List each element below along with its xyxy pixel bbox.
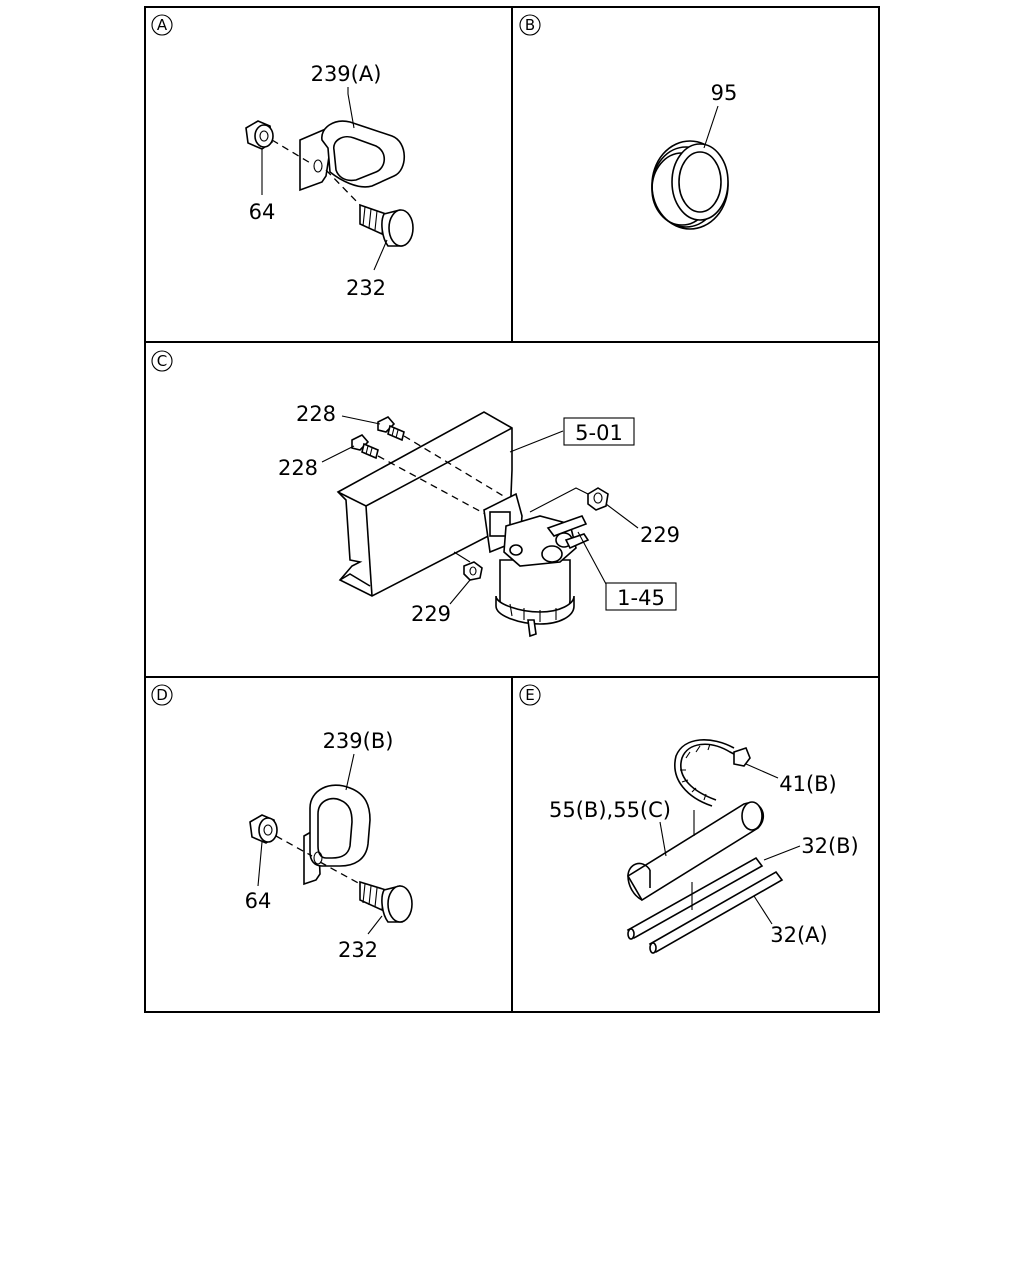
label-64-d: 64: [245, 889, 272, 913]
panel-b: B 95: [519, 14, 738, 230]
nut-64-a: [245, 120, 274, 150]
corrugated-tube-55: [626, 801, 764, 902]
nut-64-d: [249, 814, 278, 844]
ref-box-5-01: 5-01: [563, 417, 635, 446]
rod-32b: [626, 856, 764, 940]
label-239b: 239(B): [323, 729, 394, 753]
label-239a: 239(A): [311, 62, 382, 86]
cable-tie-41b: [674, 739, 751, 807]
frame-rail: [336, 411, 513, 597]
panel-grid: [144, 6, 880, 1013]
panel-d: D 239(B) 64: [151, 684, 413, 962]
label-1-45: 1-45: [617, 586, 665, 610]
panel-c-badge: C: [151, 350, 173, 372]
label-229-left: 229: [411, 602, 451, 626]
ref-box-1-45: 1-45: [605, 582, 677, 611]
label-228-lower: 228: [278, 456, 318, 480]
nut-229-left: [463, 561, 483, 581]
panel-c: C: [151, 350, 680, 638]
label-64-a: 64: [249, 200, 276, 224]
panel-d-id: D: [156, 686, 168, 704]
label-232-d: 232: [338, 938, 378, 962]
label-41b: 41(B): [779, 772, 837, 796]
panel-a-badge: A: [151, 14, 173, 36]
label-232-a: 232: [346, 276, 386, 300]
label-32a: 32(A): [770, 923, 827, 947]
panel-b-id: B: [525, 16, 535, 34]
label-55bc: 55(B),55(C): [549, 798, 671, 822]
fuel-filter-assembly: [483, 492, 590, 638]
nut-229-right: [587, 487, 609, 511]
grommet-95: [651, 140, 729, 230]
panel-d-badge: D: [151, 684, 173, 706]
label-32b: 32(B): [801, 834, 859, 858]
panel-a-id: A: [157, 16, 168, 34]
label-228-upper: 228: [296, 402, 336, 426]
rod-32a: [648, 870, 784, 954]
bolt-232-d: [359, 880, 413, 923]
bolt-232-a: [359, 203, 414, 247]
panel-e-badge: E: [519, 684, 541, 706]
clamp-239a: [299, 120, 406, 192]
panel-a: A 239(A) 6: [151, 14, 414, 300]
bolt-228-lower: [351, 434, 379, 460]
label-5-01: 5-01: [575, 421, 623, 445]
panel-e: E 4: [519, 684, 859, 954]
panel-c-id: C: [157, 352, 167, 370]
label-95: 95: [711, 81, 738, 105]
bolt-228-upper: [377, 416, 405, 442]
panel-e-id: E: [525, 686, 534, 704]
clamp-239b: [303, 784, 371, 886]
panel-b-badge: B: [519, 14, 541, 36]
label-229-right: 229: [640, 523, 680, 547]
